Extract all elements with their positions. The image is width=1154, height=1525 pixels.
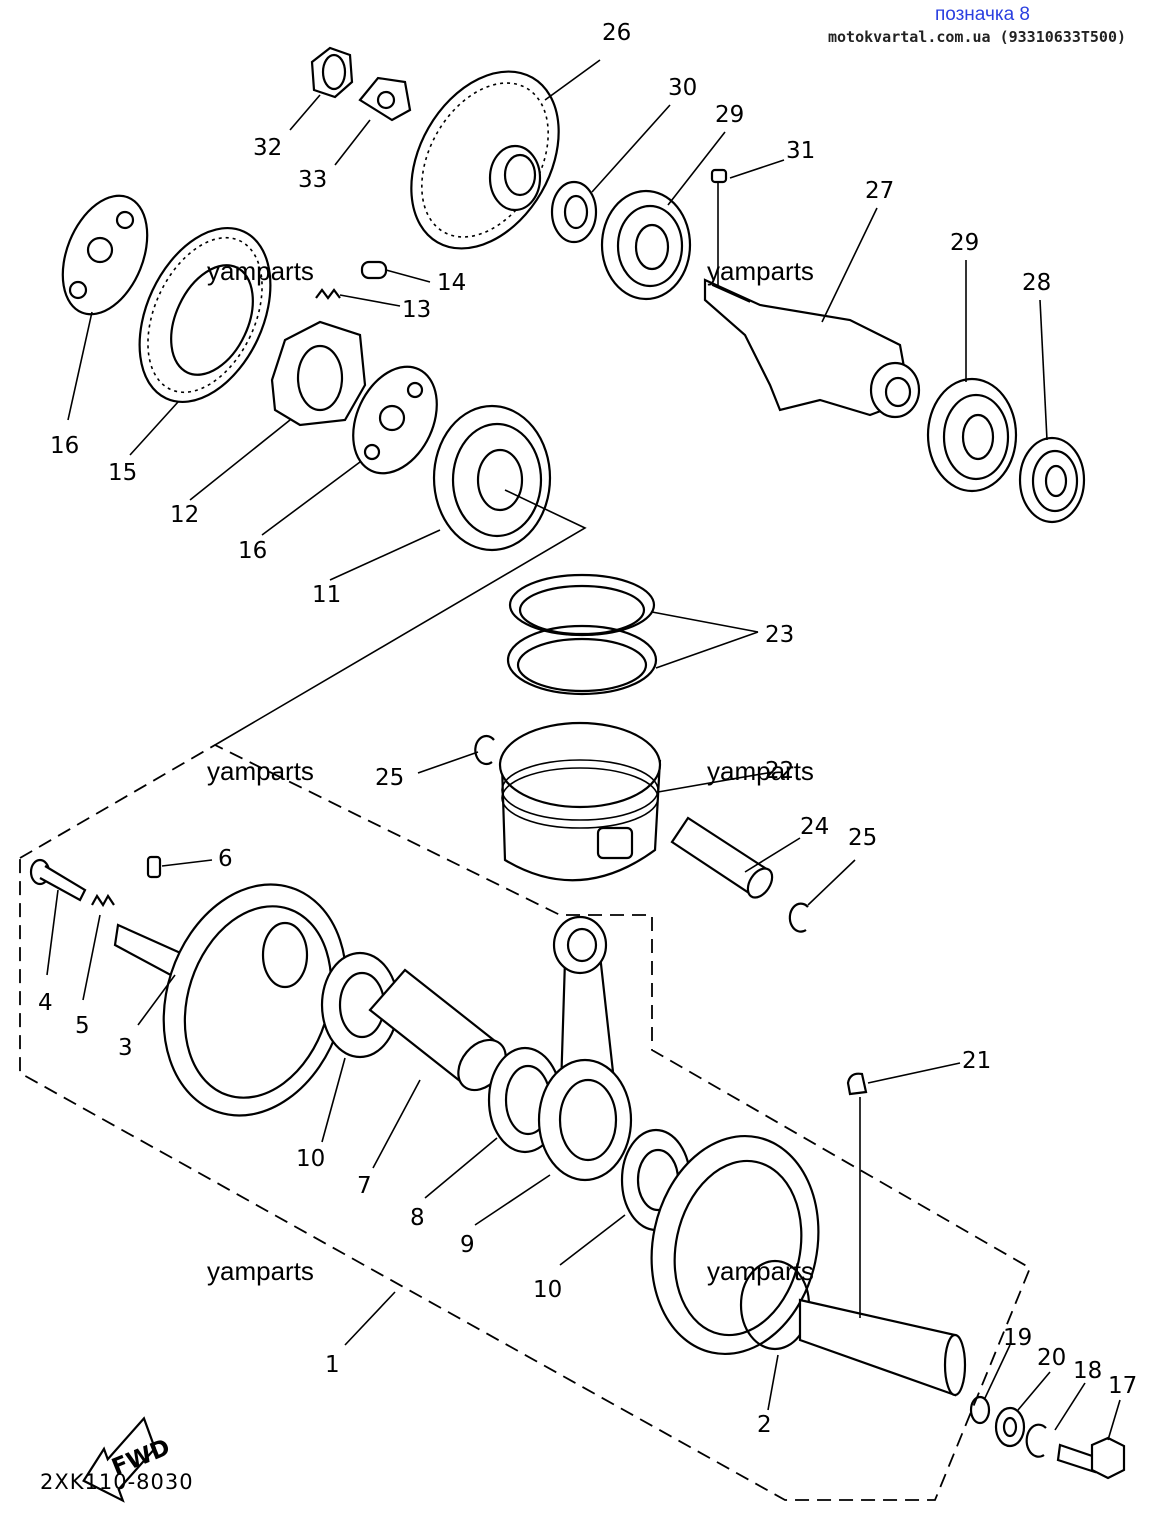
part-30-washer [550,180,598,244]
part-29-bearing-right [926,377,1018,493]
callout-20: 20 [1037,1345,1066,1371]
callout-13: 13 [402,297,431,323]
callout-25-upper: 25 [375,765,404,791]
callout-22: 22 [765,758,794,784]
callout-16-left: 16 [50,433,79,459]
callout-3: 3 [118,1035,133,1061]
part-17-bolt [1056,1436,1126,1480]
callout-numbers: 1 2 3 4 5 6 7 8 9 10 10 11 12 13 14 15 1… [38,20,1137,1438]
part-11-bearing [432,404,552,552]
callout-33: 33 [298,167,327,193]
watermark: yamparts [707,256,814,286]
watermark: yamparts [207,256,314,286]
callout-27: 27 [865,178,894,204]
watermark: yamparts [707,756,814,786]
callout-9: 9 [460,1232,475,1258]
part-6-key [146,855,162,879]
part-33-lock-washer [358,76,412,122]
part-32-nut [310,46,354,99]
callout-14: 14 [437,270,466,296]
part-18-lock-washer [1025,1423,1047,1458]
drawing-code: 2XK110-8030 [40,1470,194,1494]
part-9-connecting-rod [537,915,633,1182]
part-28-bearing [1018,436,1086,524]
part-5-spring [91,893,115,908]
callout-18: 18 [1073,1358,1102,1384]
callout-17: 17 [1108,1373,1137,1399]
part-29-bearing-upper [600,189,692,301]
part-20-washer [994,1406,1026,1448]
part-22-piston [498,721,662,882]
callout-15: 15 [108,460,137,486]
watermark: yamparts [707,1256,814,1286]
watermark: yamparts [207,1256,314,1286]
callout-28: 28 [1022,270,1051,296]
header-source: motokvartal.com.ua (93310633T500) [827,28,1126,46]
callout-30: 30 [668,75,697,101]
callout-32: 32 [253,135,282,161]
callout-5: 5 [75,1013,90,1039]
part-19-o-ring [969,1395,991,1425]
assembly-outline [19,743,1032,1501]
part-16-plate-left [61,194,149,316]
callout-2: 2 [757,1412,772,1438]
callout-10-right: 10 [533,1277,562,1303]
callout-23: 23 [765,622,794,648]
callout-11: 11 [312,582,341,608]
callout-19: 19 [1003,1325,1032,1351]
callout-12: 12 [170,502,199,528]
part-31-key [710,168,728,184]
callout-6: 6 [218,846,233,872]
callout-16-middle: 16 [238,538,267,564]
part-4-pin [29,858,87,902]
callout-24: 24 [800,814,829,840]
part-24-piston-pin [670,816,774,899]
callout-8: 8 [410,1205,425,1231]
part-12-hub [270,320,367,427]
part-15-gear [138,226,272,404]
callout-4: 4 [38,990,53,1016]
header-mark: позначка 8 [934,4,1030,25]
watermark: yamparts [207,756,314,786]
callout-29-upper: 29 [715,102,744,128]
part-23-piston-rings [506,573,658,696]
callout-29-right: 29 [950,230,979,256]
part-26-gear [410,70,560,250]
callout-10-left: 10 [296,1146,325,1172]
leader-lines [46,59,1121,1441]
fwd-arrow-icon [82,1416,157,1503]
part-21-key [846,1072,868,1096]
part-16-plate-middle [352,365,438,475]
callout-1: 1 [325,1352,340,1378]
callout-25-lower: 25 [848,825,877,851]
part-13-spring [315,288,341,300]
callout-31: 31 [786,138,815,164]
callout-7: 7 [357,1173,372,1199]
part-14-pin [360,260,388,280]
part-25-clip-lower [788,902,809,933]
callout-21: 21 [962,1048,991,1074]
part-2-crank-right [650,1134,967,1397]
part-27-balancer-shaft [703,278,921,419]
callout-26: 26 [602,20,631,46]
part-3-crank-left [113,883,348,1117]
part-25-clip-upper [474,734,495,766]
